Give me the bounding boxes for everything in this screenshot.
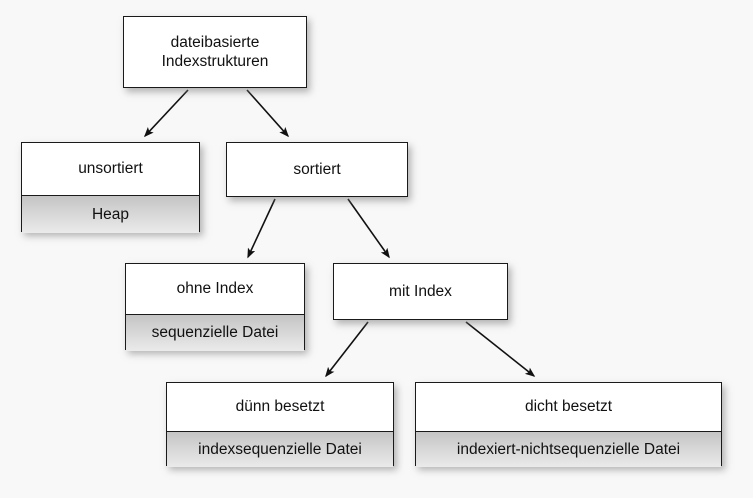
node-ohne-index[interactable]: ohne Index sequenzielle Datei: [125, 263, 305, 351]
edge-mit-index-to-dicht: [465, 321, 536, 377]
node-unsortiert-subtitle: Heap: [22, 195, 199, 233]
edge-sortiert-to-ohne-index: [247, 198, 276, 259]
node-root-title-line2: Indexstrukturen: [161, 53, 269, 70]
node-unsortiert-title: unsortiert: [22, 143, 199, 195]
node-dicht-besetzt-title: dicht besetzt: [416, 383, 721, 431]
node-dicht-besetzt-subtitle: indexiert-nichtsequenzielle Datei: [416, 431, 721, 467]
edge-root-to-sortiert: [246, 89, 289, 138]
node-duenn-besetzt[interactable]: dünn besetzt indexsequenzielle Datei: [166, 382, 394, 467]
node-ohne-index-subtitle: sequenzielle Datei: [126, 314, 304, 351]
edge-mit-index-to-duenn: [325, 321, 369, 378]
node-sortiert[interactable]: sortiert: [226, 142, 408, 197]
node-duenn-besetzt-subtitle: indexsequenzielle Datei: [167, 431, 393, 467]
node-dicht-besetzt[interactable]: dicht besetzt indexiert-nichtsequenziell…: [415, 382, 722, 467]
node-sortiert-title: sortiert: [227, 143, 407, 196]
node-unsortiert[interactable]: unsortiert Heap: [21, 142, 200, 233]
node-mit-index-title: mit Index: [334, 264, 507, 319]
node-mit-index[interactable]: mit Index: [333, 263, 508, 320]
node-dateibasierte-indexstrukturen[interactable]: dateibasierte Indexstrukturen: [123, 16, 307, 88]
edge-root-to-unsortiert: [143, 89, 189, 138]
edge-sortiert-to-mit-index: [347, 198, 390, 259]
node-ohne-index-title: ohne Index: [126, 264, 304, 314]
node-duenn-besetzt-title: dünn besetzt: [167, 383, 393, 431]
node-root-title-line1: dateibasierte: [170, 33, 260, 51]
node-root-title: dateibasierte Indexstrukturen: [124, 17, 306, 87]
